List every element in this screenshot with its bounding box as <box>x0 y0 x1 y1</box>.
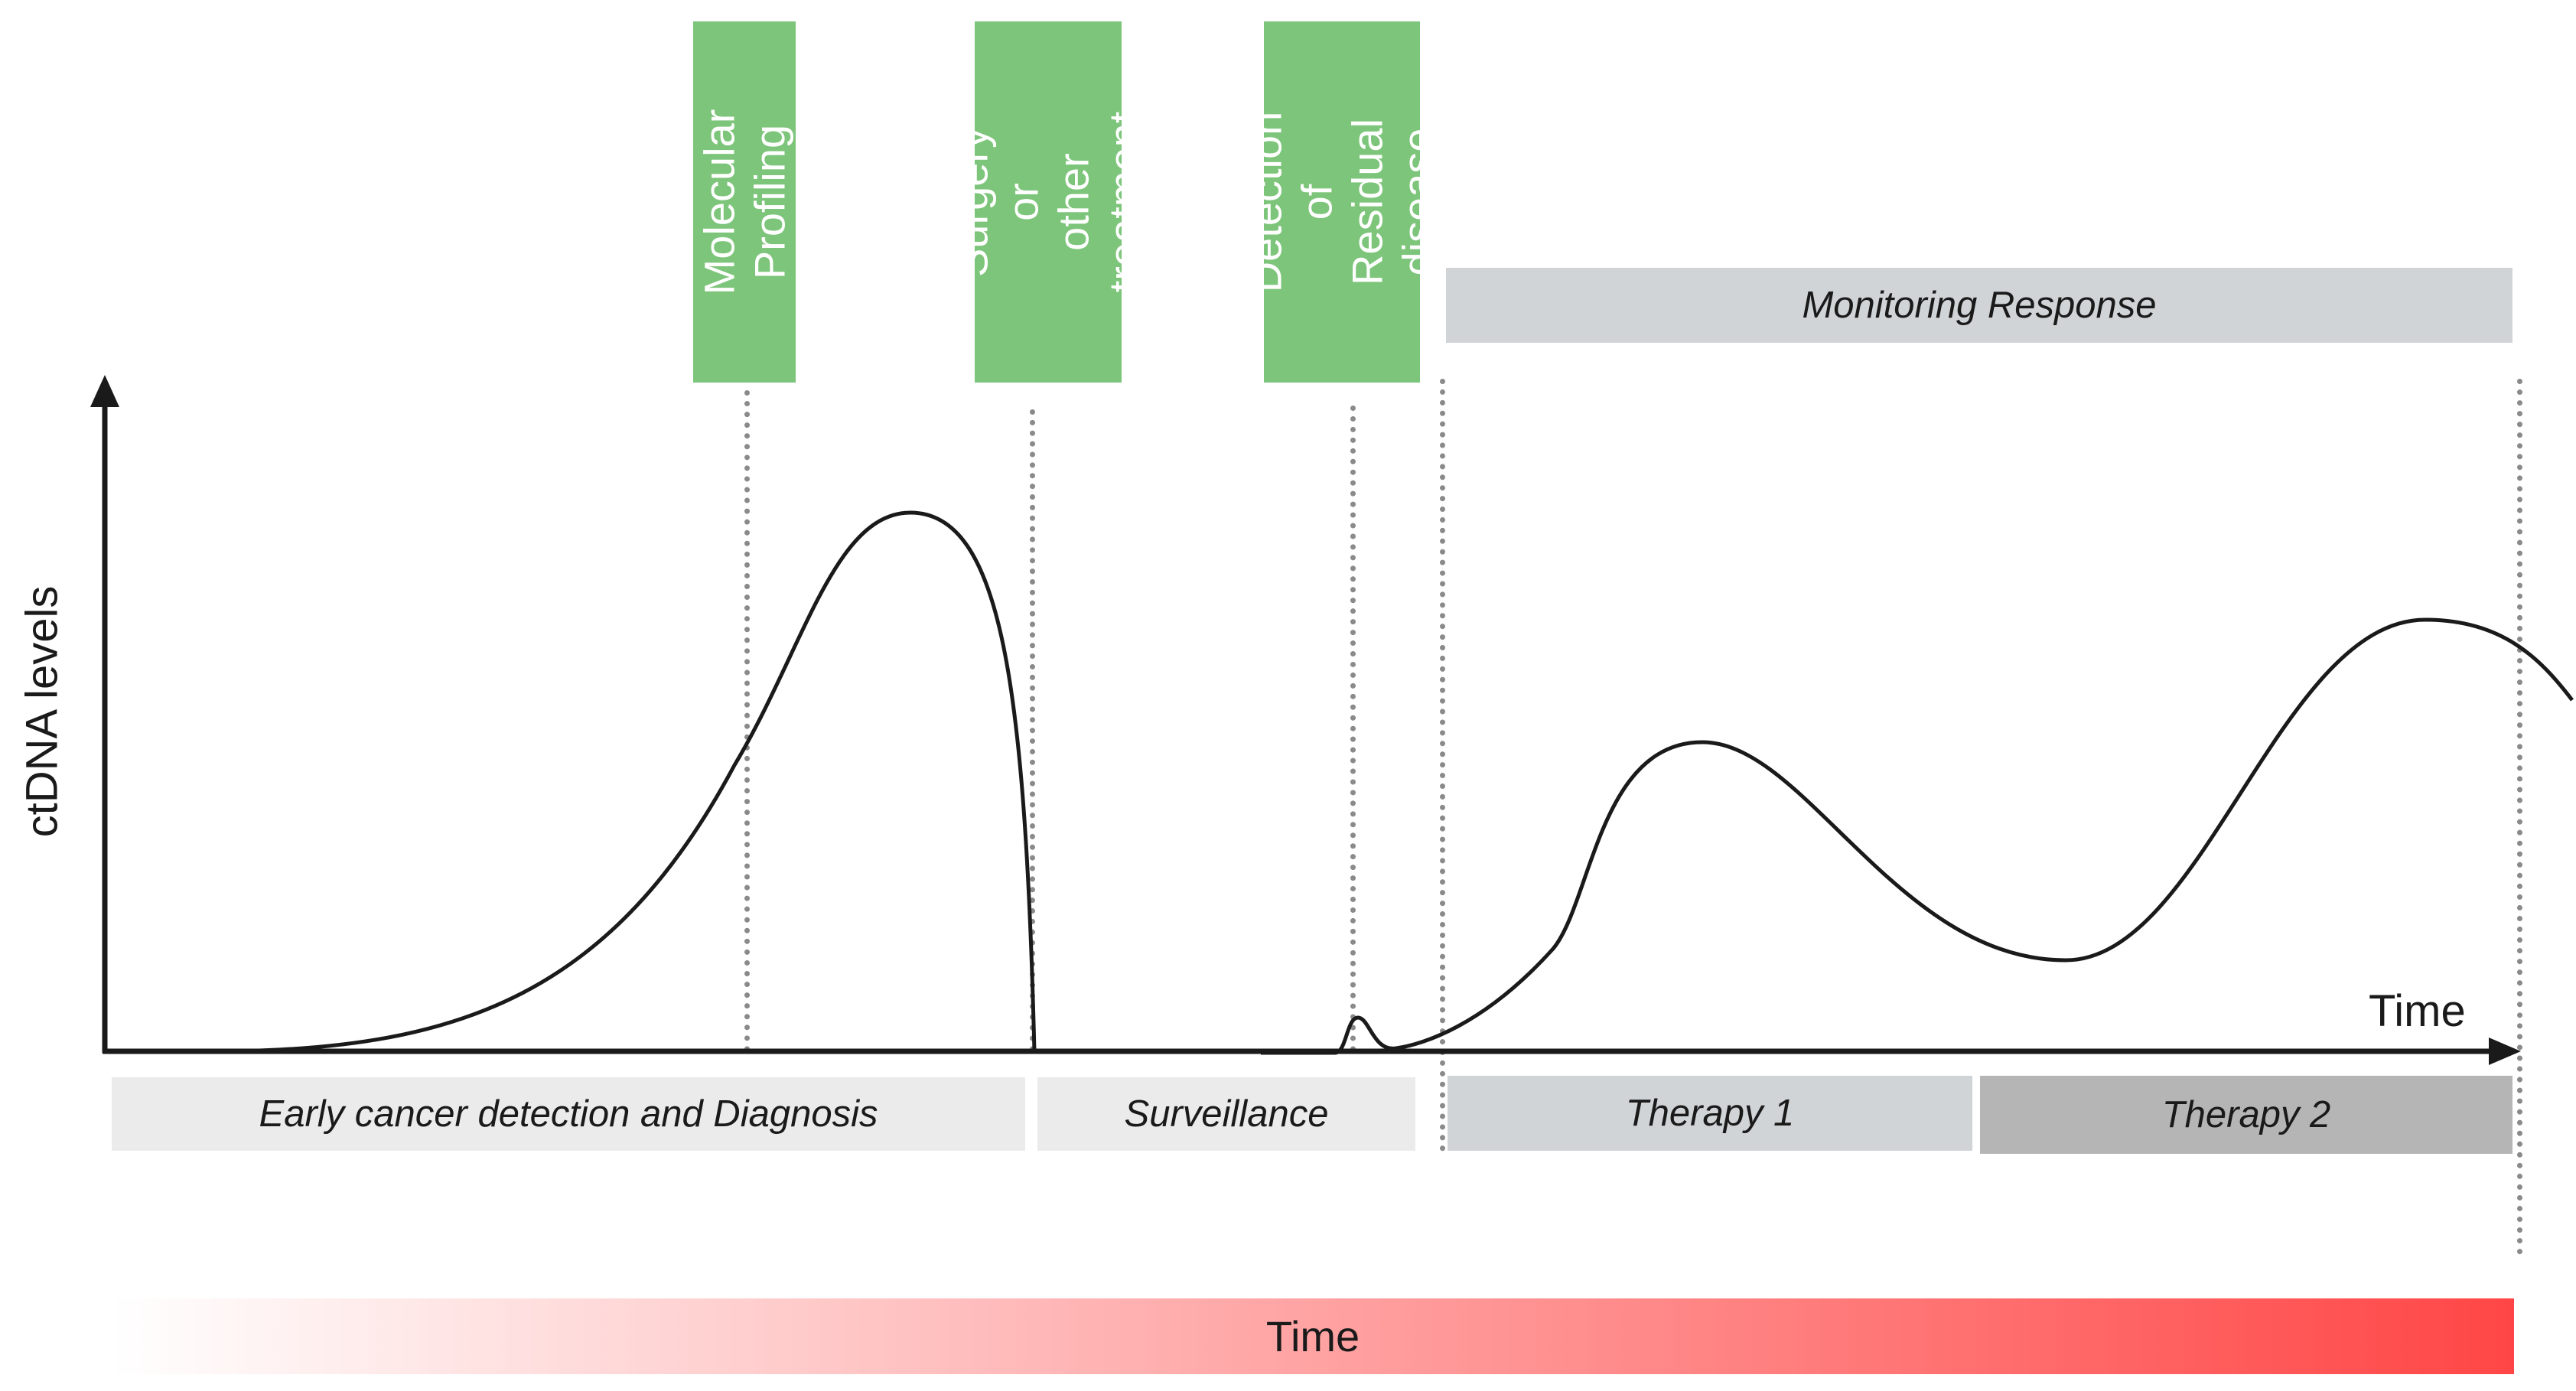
phase-surveillance: Surveillance <box>1037 1077 1415 1151</box>
y-axis-label: ctDNA levels <box>17 585 67 838</box>
guide-line-residual-disease <box>1350 406 1356 1052</box>
phase-therapy-1-label: Therapy 1 <box>1625 1093 1795 1134</box>
phase-surveillance-label: Surveillance <box>1124 1093 1329 1135</box>
monitoring-response-bar: Monitoring Response <box>1446 268 2512 343</box>
time-gradient-bar: Time <box>112 1298 2514 1374</box>
phase-early-detection-label: Early cancer detection and Diagnosis <box>259 1093 878 1135</box>
phase-therapy-1: Therapy 1 <box>1448 1076 1972 1151</box>
ctdna-curve <box>229 510 2574 1055</box>
milestone-surgery: Surgery or other treatment <box>948 21 1148 383</box>
guide-line-surgery <box>1030 409 1035 1052</box>
monitoring-response-label: Monitoring Response <box>1802 285 2157 326</box>
milestone-molecular-profiling: Molecular Profiling <box>693 21 796 383</box>
guide-line-monitoring-end <box>2517 379 2522 1255</box>
guide-line-monitoring-start <box>1440 379 1445 1152</box>
guide-line-molecular-profiling <box>744 390 750 1052</box>
phase-early-detection: Early cancer detection and Diagnosis <box>112 1077 1025 1151</box>
time-gradient-label: Time <box>1265 1312 1360 1360</box>
phase-therapy-2: Therapy 2 <box>1980 1076 2512 1154</box>
phase-therapy-2-label: Therapy 2 <box>2161 1094 2331 1135</box>
x-axis-label: Time <box>2369 986 2466 1036</box>
x-axis-arrowhead <box>2489 1038 2521 1065</box>
y-axis-arrowhead <box>90 375 119 407</box>
milestone-residual-disease: Detection of Residual disease <box>1242 21 1441 383</box>
